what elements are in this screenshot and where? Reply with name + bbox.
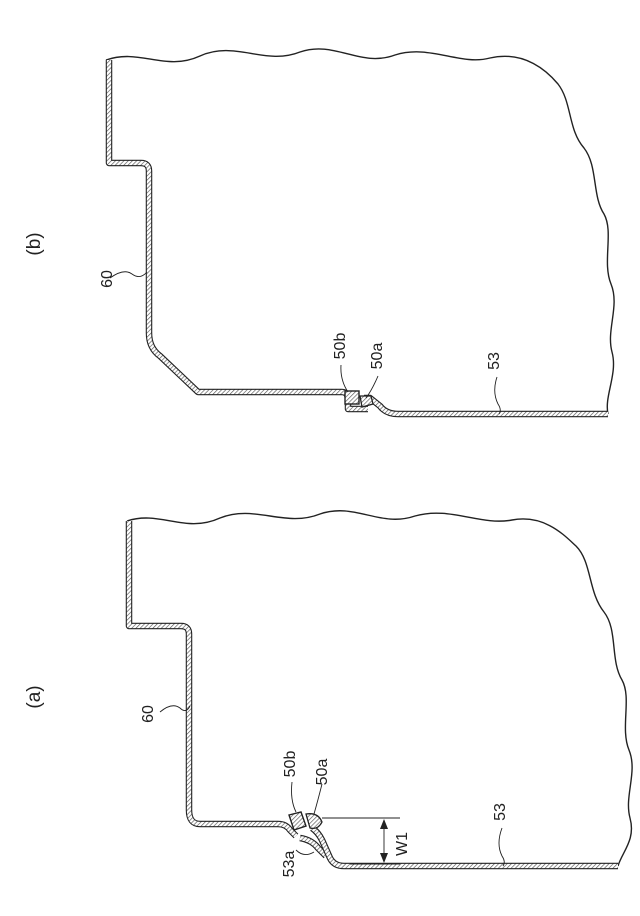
base-wall-a (312, 828, 618, 866)
break-line-a (127, 511, 632, 866)
cover-wall-b (109, 60, 368, 409)
panel-label-b: (b) (24, 232, 45, 255)
leader-50b-a (292, 782, 297, 812)
panel-label-a: (a) (24, 685, 45, 708)
label-50b-a: 50b (282, 751, 299, 778)
base-wall-b (364, 398, 608, 414)
break-line-b (106, 49, 614, 414)
w1-arrow-top (380, 819, 388, 829)
leader-50b-b (341, 365, 348, 392)
panel-b: (b) 60 50b 50a 53 (24, 49, 614, 414)
leader-53a (296, 850, 314, 855)
panel-a: (a) 60 50b 50a 53a W1 53 (24, 511, 632, 878)
label-w1: W1 (394, 832, 411, 856)
leader-60-a (160, 706, 190, 712)
label-53-a: 53 (492, 803, 509, 821)
leader-53-b (495, 377, 501, 414)
w1-arrow-bottom (380, 853, 388, 863)
seal-50b-b (345, 391, 359, 404)
cover-wall-a (129, 521, 296, 836)
label-53a: 53a (281, 851, 298, 878)
label-50a-b: 50a (369, 343, 386, 370)
seal-50a-a (306, 814, 322, 829)
leader-50a-a (314, 784, 322, 814)
label-53-b: 53 (486, 352, 503, 370)
label-60-b: 60 (99, 270, 116, 288)
label-60-a: 60 (140, 705, 157, 723)
label-50a-a: 50a (314, 759, 331, 786)
leader-50a-b (366, 376, 378, 398)
label-50b-b: 50b (332, 333, 349, 360)
leader-53-a (499, 828, 504, 866)
